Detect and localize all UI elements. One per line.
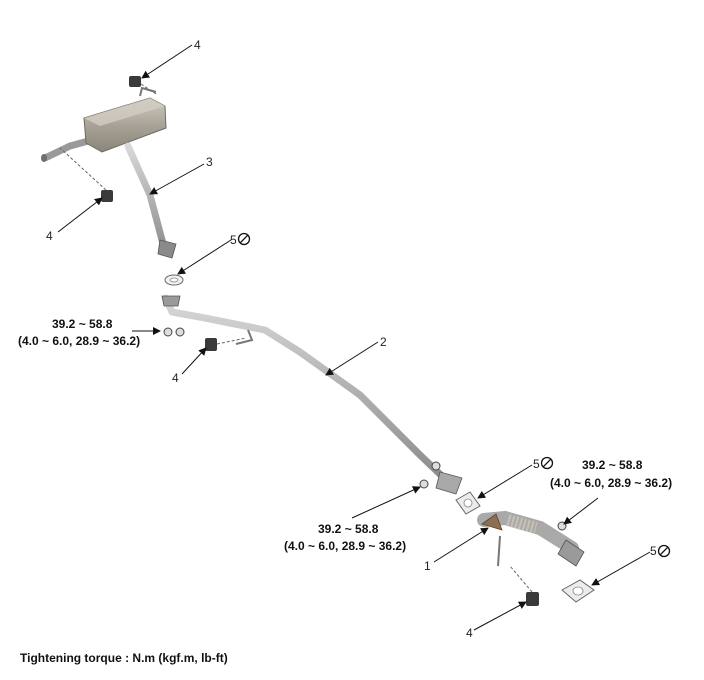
rubber-hanger-4 xyxy=(509,565,539,606)
callout-4-bottom: 4 xyxy=(466,626,473,640)
callout-3: 3 xyxy=(206,155,213,169)
leader-lines xyxy=(57,44,651,631)
callout-4-middle: 4 xyxy=(172,371,179,385)
tightening-torque-note: Tightening torque : N.m (kgf.m, lb-ft) xyxy=(20,651,228,665)
prohibited-circle-icon xyxy=(657,544,671,558)
rubber-hanger-2 xyxy=(59,147,113,202)
nut-middle xyxy=(419,461,441,489)
front-pipe xyxy=(477,510,585,567)
center-pipe xyxy=(161,294,463,495)
callout-4-top: 4 xyxy=(194,38,201,52)
torque-value-front: 39.2 ~ 58.8 xyxy=(582,458,643,472)
callout-5-middle: 5 xyxy=(533,457,540,471)
gasket-middle xyxy=(455,491,481,515)
callout-5-upper: 5 xyxy=(230,233,237,247)
torque-value-middle: 39.2 ~ 58.8 xyxy=(318,522,379,536)
rubber-hanger-3 xyxy=(205,337,247,351)
torque-detail-middle: (4.0 ~ 6.0, 28.9 ~ 36.2) xyxy=(284,539,406,553)
torque-detail-upper: (4.0 ~ 6.0, 28.9 ~ 36.2) xyxy=(18,334,140,348)
prohibited-circle-icon xyxy=(540,456,554,470)
gasket-upper xyxy=(164,274,184,286)
gasket-front xyxy=(561,579,595,603)
callout-1: 1 xyxy=(424,559,431,573)
callout-2: 2 xyxy=(380,335,387,349)
prohibited-circle-icon xyxy=(237,232,251,246)
callout-4-left: 4 xyxy=(46,229,53,243)
torque-value-upper: 39.2 ~ 58.8 xyxy=(52,317,113,331)
nuts-upper xyxy=(163,327,185,337)
rubber-hanger-1 xyxy=(129,76,157,95)
callout-5-front: 5 xyxy=(650,544,657,558)
rear-muffler-assembly xyxy=(41,86,177,259)
torque-detail-front: (4.0 ~ 6.0, 28.9 ~ 36.2) xyxy=(550,476,672,490)
